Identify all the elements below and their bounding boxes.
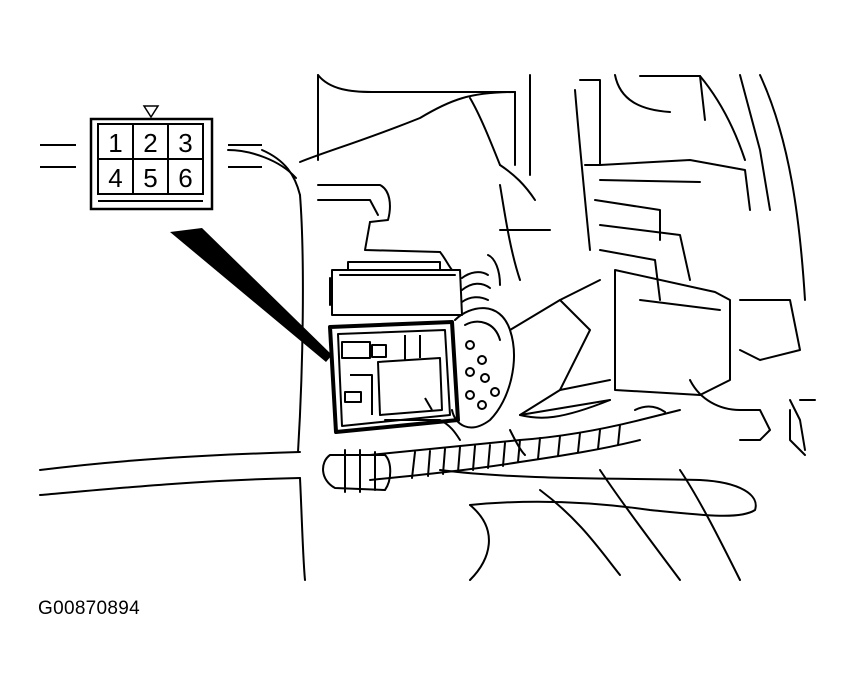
figure-id-label: G00870894: [38, 598, 141, 619]
pin-number: 5: [143, 163, 157, 193]
callout-pointer: [170, 228, 332, 362]
pin-number: 4: [108, 163, 122, 193]
target-connector: [328, 320, 460, 434]
connector-pinout: 1 2 3 4 5 6: [40, 105, 262, 211]
pin-number: 3: [178, 128, 192, 158]
steering-column-illustration: [39, 74, 816, 581]
pin-number: 2: [143, 128, 157, 158]
pin-number: 1: [108, 128, 122, 158]
key-indicator-icon: [142, 105, 160, 119]
pin-number: 6: [178, 163, 192, 193]
